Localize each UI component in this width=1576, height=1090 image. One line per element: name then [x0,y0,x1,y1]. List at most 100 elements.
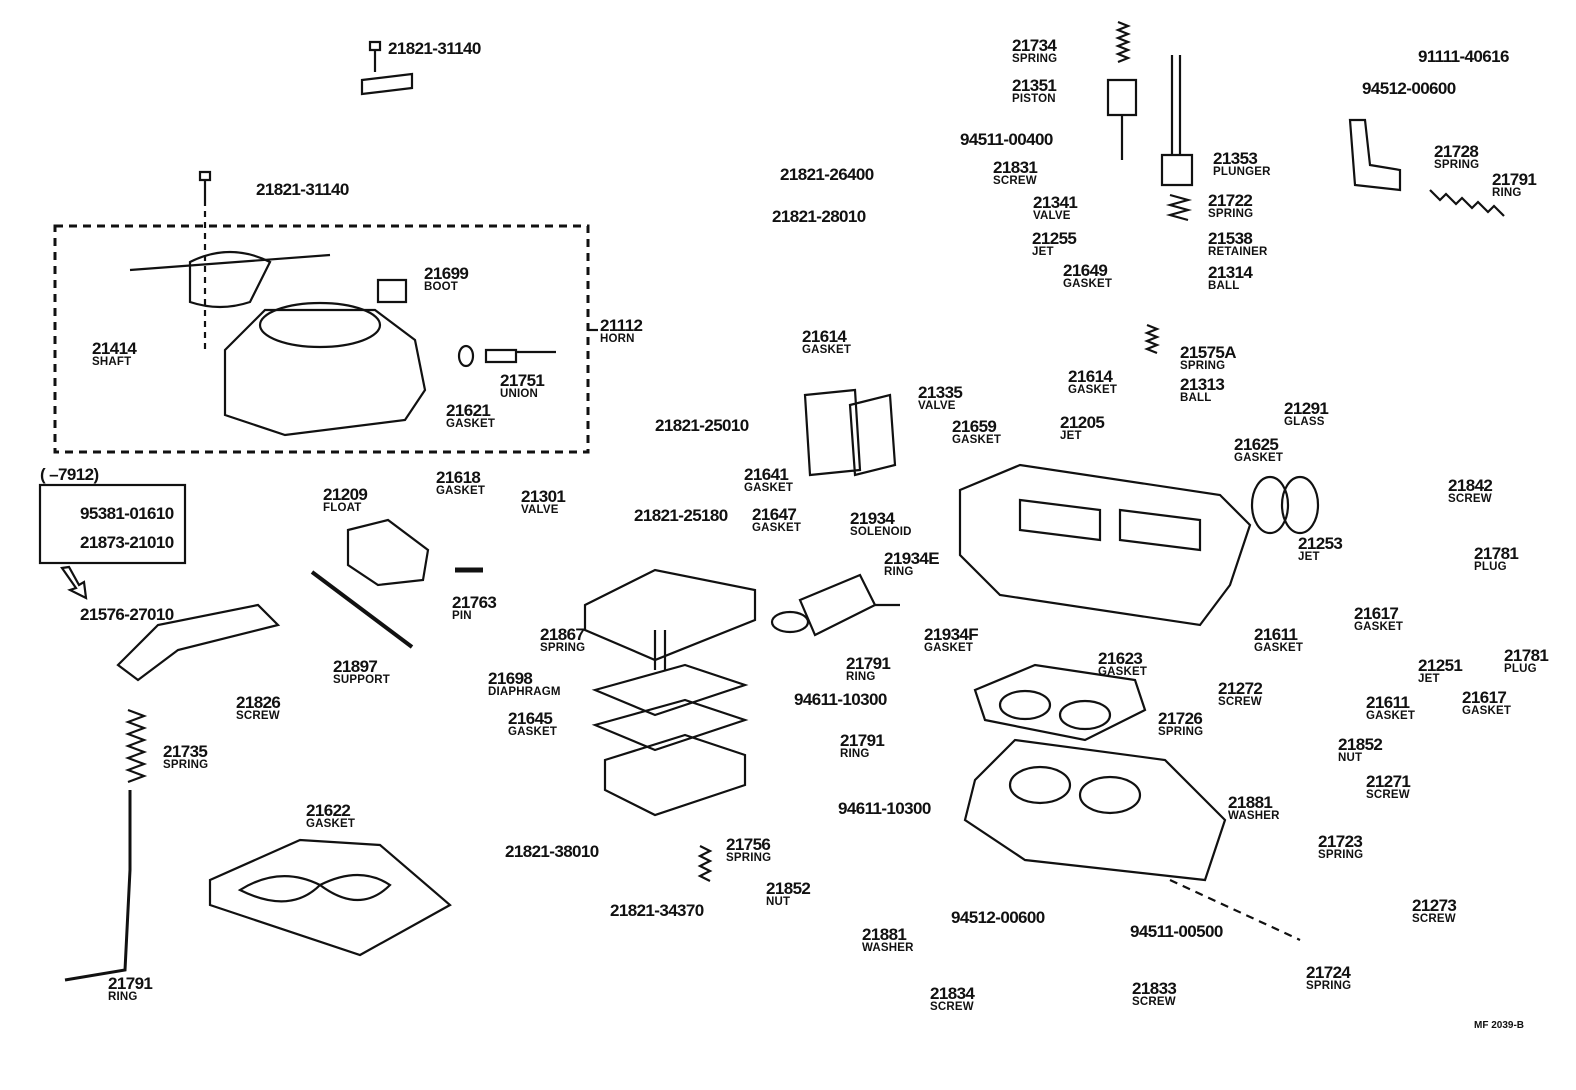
part-number: 21934E [884,549,940,568]
arrow-icon [60,565,88,600]
part-name: SPRING [163,759,209,771]
part-number: 21791 [846,654,891,673]
part-name: JET [1032,246,1054,258]
diaphragm-stack [583,568,757,817]
part-name: SCREW [1218,696,1262,708]
part-name: RING [846,671,876,683]
part-number: 21271 [1366,772,1411,791]
part-name: SOLENOID [850,526,912,538]
part-name: SPRING [1012,53,1058,65]
part-number: 21205 [1060,413,1105,432]
gasket-21641 [803,388,897,477]
part-name: SPRING [726,852,772,864]
part-name: SPRING [1158,726,1204,738]
spring-icon [1165,193,1193,222]
part-callout: 94511-00500 [1130,923,1223,940]
part-number: 21614 [802,327,847,346]
part-name: GASKET [1366,710,1416,722]
part-name: BALL [1208,280,1240,292]
part-number: 21618 [436,468,481,487]
air-horn-body [958,463,1252,627]
part-number: 21611 [1254,625,1298,644]
part-callout: 21821-31140 [256,181,349,198]
part-number: 21873-21010 [80,533,174,552]
part-name: GASKET [1068,384,1118,396]
part-name: PISTON [1012,93,1056,105]
part-number: 94512-00600 [951,908,1045,927]
screw-icon [368,40,382,72]
part-name: RING [1492,187,1522,199]
part-number: 21821-26400 [780,165,874,184]
part-number: 21611 [1366,693,1410,712]
horn-assembly-dashed-box [53,224,590,454]
part-name: GASKET [752,522,802,534]
part-number: 91111-40616 [1418,47,1509,66]
part-callout: 94511-00400 [960,131,1053,148]
part-name: SCREW [993,175,1037,187]
part-number: ( –7912) [40,465,99,484]
part-name: SCREW [1132,996,1176,1008]
spring-icon [1429,189,1505,217]
part-number: 21791 [108,974,153,993]
solenoid-part [770,573,900,637]
part-name: BOOT [424,281,459,293]
part-name: PLUNGER [1213,166,1271,178]
part-number: 94512-00600 [1362,79,1456,98]
part-number: 21538 [1208,229,1253,248]
part-number: 21834 [930,984,975,1003]
part-name: GASKET [924,642,974,654]
gasket-21625 [1250,475,1290,535]
part-number: 21728 [1434,142,1479,161]
part-name: SCREW [930,1001,974,1013]
drawing-code: MF 2039-B [1474,1020,1525,1031]
part-name: SHAFT [92,356,132,368]
plate-part [360,72,414,96]
part-name: SPRING [1306,980,1352,992]
part-number: 21751 [500,371,545,390]
part-name: GASKET [1063,278,1113,290]
part-name: NUT [1338,752,1363,764]
part-name: VALVE [918,400,956,412]
part-name: HORN [600,333,635,345]
part-name: SUPPORT [333,674,390,686]
part-number: 21617 [1354,604,1399,623]
part-number: 21821-31140 [388,39,481,58]
part-callout: 21821-34370 [610,902,704,919]
part-number: 21621 [446,401,491,420]
part-name: JET [1298,551,1320,563]
part-number: 21251 [1418,656,1463,675]
part-callout: 94512-00600 [951,909,1045,926]
screw-icon [198,170,212,200]
part-name: GASKET [306,818,356,830]
part-number: 21852 [1338,735,1383,754]
dashed-leader [1169,879,1301,941]
part-callout: ( –7912) [40,466,99,483]
part-number: 21699 [424,264,469,283]
